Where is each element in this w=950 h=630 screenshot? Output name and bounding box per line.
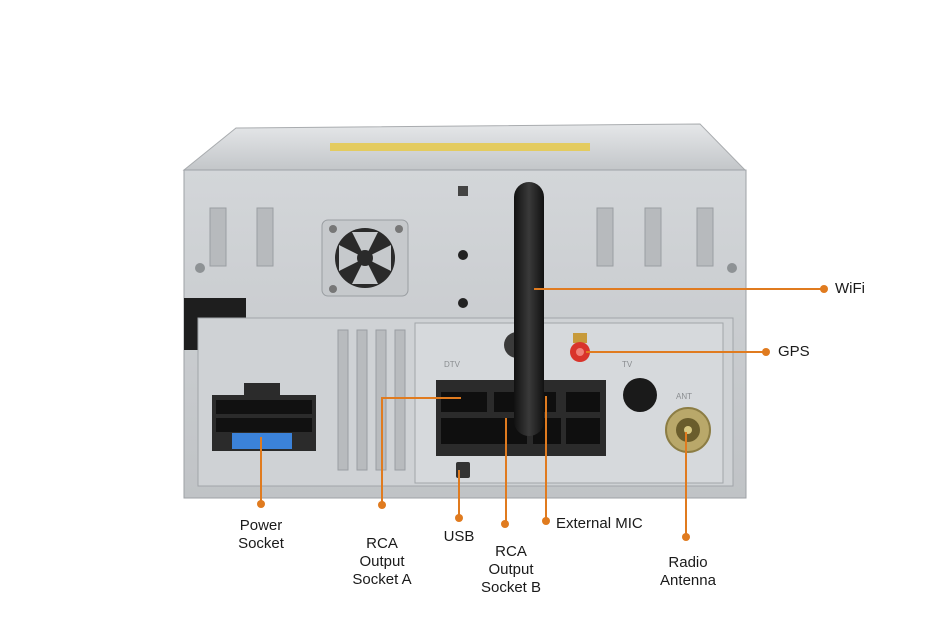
dtv-mark: DTV [444, 360, 460, 369]
rca-b-label: RCA Output Socket B [481, 543, 541, 597]
rca-b-line-2: Output [488, 561, 534, 578]
gps-dot [762, 348, 770, 356]
power-dot [257, 500, 265, 508]
rca-a-leader-v [381, 397, 383, 505]
rca-b-leader [505, 418, 507, 524]
rca-a-line-1: RCA [366, 535, 398, 552]
wifi-label: WiFi [835, 280, 865, 297]
mic-dot [542, 517, 550, 525]
gps-leader [586, 351, 766, 353]
vent-slots [209, 207, 714, 267]
rca-a-dot [378, 501, 386, 509]
wifi-leader [534, 288, 824, 290]
rca-a-line-2: Output [359, 553, 405, 570]
cooling-fan [321, 219, 409, 297]
usb-leader [458, 470, 460, 518]
radio-antenna-label: Radio Antenna [660, 554, 716, 590]
fuse [232, 433, 292, 449]
radio-antenna-line-1: Radio [668, 554, 708, 571]
power-socket-label: Power Socket [238, 517, 284, 553]
radio-antenna-socket [665, 407, 711, 453]
tv-hole [623, 378, 657, 412]
rca-a-leader-h [381, 397, 461, 399]
warning-sticker [330, 143, 590, 151]
usb-label: USB [443, 528, 475, 545]
rca-b-line-3: Socket B [480, 579, 542, 596]
gps-label: GPS [778, 343, 810, 360]
power-socket-line-1: Power [239, 517, 283, 534]
usb-dot [455, 514, 463, 522]
rca-b-dot [501, 520, 509, 528]
power-socket-line-2: Socket [238, 535, 284, 552]
wifi-dot [820, 285, 828, 293]
radio-dot [682, 533, 690, 541]
radio-antenna-line-2: Antenna [660, 572, 716, 589]
power-leader [260, 437, 262, 504]
gps-connector [570, 333, 590, 362]
tv-mark: TV [622, 360, 633, 369]
power-connector [212, 383, 316, 451]
mic-leader [545, 396, 547, 520]
external-mic-label: External MIC [556, 515, 643, 532]
radio-leader [685, 432, 687, 537]
rca-b-line-1: RCA [495, 543, 527, 560]
ant-mark: ANT [676, 392, 692, 401]
rca-a-line-3: Socket A [352, 571, 412, 588]
rca-a-label: RCA Output Socket A [352, 535, 411, 589]
wifi-antenna [514, 182, 544, 436]
